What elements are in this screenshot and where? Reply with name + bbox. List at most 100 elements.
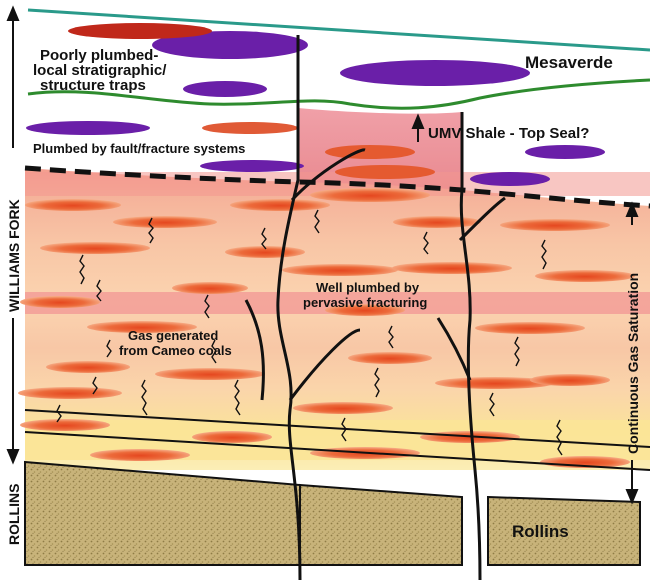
- fault-branch: [458, 196, 506, 242]
- label-rollins-vertical: ROLLINS: [6, 484, 22, 545]
- purple-lens: [200, 160, 304, 172]
- red-lens: [68, 23, 212, 39]
- fault-branch: [290, 148, 366, 202]
- sand-lens: [25, 199, 121, 211]
- sand-lens: [90, 449, 190, 461]
- red-lenses-upper: [68, 23, 435, 179]
- label-mesaverde: Mesaverde: [525, 53, 613, 72]
- red-lens: [335, 165, 435, 179]
- label-williams-fork: WILLIAMS FORK: [6, 199, 22, 312]
- purple-lenses: [26, 31, 605, 186]
- sand-lens: [87, 321, 197, 333]
- purple-lens: [183, 81, 267, 97]
- microfracture: [556, 419, 563, 456]
- purple-lens: [26, 121, 150, 135]
- arrow-head: [625, 489, 639, 505]
- sand-lens: [113, 216, 217, 228]
- sand-lens: [20, 419, 110, 431]
- label-line: Gas generated: [128, 328, 218, 343]
- purple-lens: [470, 172, 550, 186]
- label-line: Poorly plumbed-: [40, 47, 158, 64]
- microfracture: [211, 339, 217, 364]
- rollins-fill-mid: [299, 483, 463, 566]
- red-lens: [325, 145, 415, 159]
- microfracture: [234, 379, 241, 416]
- microfracture: [374, 367, 380, 398]
- arrow-head: [411, 113, 425, 129]
- bedding-line: [24, 431, 650, 471]
- rollins-block: [24, 460, 641, 566]
- williams-fork-arrow: [6, 5, 20, 465]
- bedding-lines: [24, 409, 650, 471]
- labels: Mesaverde Poorly plumbed- local stratigr…: [6, 47, 641, 545]
- microfracture: [423, 231, 429, 255]
- sand-lens: [192, 431, 272, 443]
- arrow-head: [6, 449, 20, 465]
- label-line: structure traps: [40, 77, 146, 94]
- arrow-head: [625, 201, 639, 217]
- microfracture: [79, 254, 85, 285]
- microfracture: [388, 325, 394, 349]
- purple-lens: [525, 145, 605, 159]
- sand-lens: [530, 374, 610, 386]
- microfracture: [148, 217, 154, 244]
- sand-lens: [535, 270, 635, 282]
- top-white: [0, 0, 650, 50]
- sand-lens: [155, 368, 265, 380]
- arrow-head: [6, 5, 20, 21]
- continuous-gas-arrow: [625, 201, 639, 505]
- sand-lens: [46, 361, 130, 373]
- bedding-line: [24, 409, 650, 448]
- mesaverde-boundary-line: [27, 8, 650, 52]
- pink-band: [25, 292, 650, 314]
- main-fault-left: [276, 35, 302, 581]
- label-line: local stratigraphic/: [33, 62, 167, 79]
- rollins-fill-right: [487, 495, 641, 566]
- microfracture: [96, 279, 102, 302]
- microfractures: [56, 209, 563, 456]
- label-line: pervasive fracturing: [303, 295, 427, 310]
- gas-saturation-top-dashed: [24, 165, 650, 209]
- fault-branch: [288, 328, 361, 401]
- microfracture: [204, 294, 210, 319]
- sand-lens: [435, 377, 555, 389]
- microfracture: [141, 379, 148, 416]
- sand-lens: [18, 387, 122, 399]
- label-well-plumbed: Well plumbed by pervasive fracturing: [303, 280, 427, 310]
- sand-lens: [310, 188, 430, 202]
- purple-lens: [340, 60, 530, 86]
- label-rollins-block: Rollins: [512, 522, 569, 541]
- sand-lens: [230, 199, 330, 211]
- rollins-fill-left: [24, 460, 301, 566]
- sand-lens: [40, 242, 150, 254]
- label-poorly-plumbed: Poorly plumbed- local stratigraphic/ str…: [33, 47, 171, 94]
- sand-lens: [282, 264, 398, 276]
- sand-lens: [475, 322, 585, 334]
- microfracture: [56, 404, 62, 423]
- label-plumbed-by-fault: Plumbed by fault/fracture systems: [33, 141, 245, 156]
- sand-lens: [293, 402, 393, 414]
- sand-lens: [20, 296, 100, 308]
- label-line: Well plumbed by: [316, 280, 420, 295]
- microfracture: [261, 227, 267, 250]
- microfracture: [92, 376, 98, 395]
- sand-lens: [392, 262, 512, 274]
- sand-lens: [393, 216, 481, 228]
- purple-lens: [152, 31, 308, 59]
- microfracture: [541, 239, 547, 270]
- microfracture: [314, 209, 320, 234]
- microfracture: [514, 336, 520, 367]
- red-lens: [202, 122, 298, 134]
- sand-lens: [325, 304, 405, 316]
- label-line: from Cameo coals: [119, 343, 232, 358]
- microfracture: [106, 339, 112, 358]
- umv-pointer-arrow: [411, 113, 425, 142]
- label-umv-shale: UMV Shale - Top Seal?: [428, 125, 589, 142]
- sand-lens: [172, 282, 248, 294]
- umv-shale-line: [27, 78, 650, 110]
- microfracture: [489, 392, 495, 417]
- sand-lens: [348, 352, 432, 364]
- sand-lenses: [18, 188, 635, 468]
